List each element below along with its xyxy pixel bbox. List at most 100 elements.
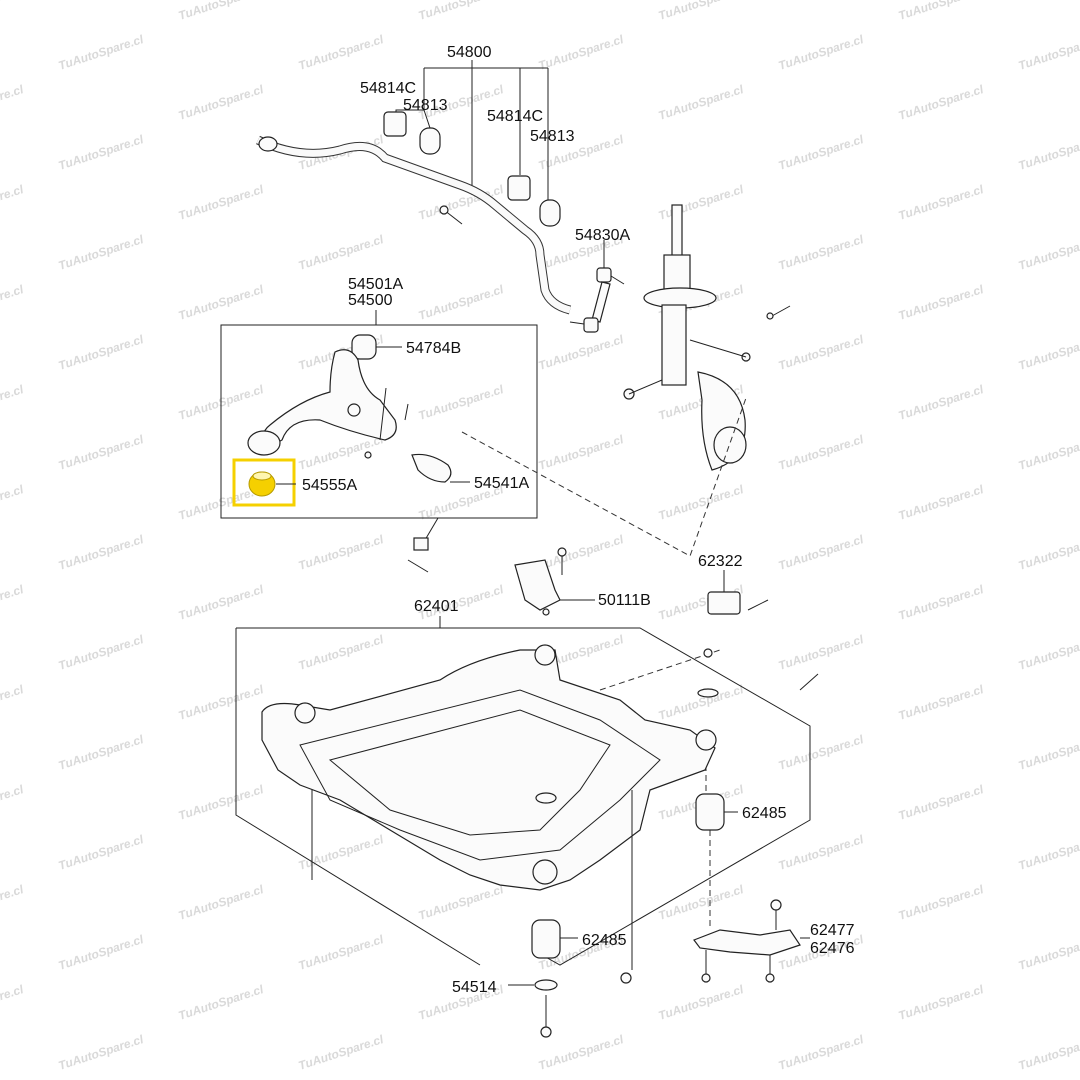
- bracket-50111B: [514, 547, 595, 616]
- nut-and-cotter-pin: [407, 517, 439, 573]
- label-54800: 54800: [447, 44, 492, 61]
- watermark-text: TuAutoSpare.cl: [177, 582, 266, 623]
- watermark-text: TuAutoSpare.cl: [297, 932, 386, 973]
- bushing-54813-b: [539, 199, 561, 227]
- watermark-text: TuAutoSpare.cl: [0, 782, 26, 823]
- watermark-text: TuAutoSpare.cl: [1017, 832, 1080, 873]
- watermark-text: TuAutoSpare.cl: [0, 282, 26, 323]
- watermark-text: TuAutoSpare.cl: [57, 132, 146, 173]
- label-54500: 54500: [348, 292, 393, 309]
- label-54501A: 54501A: [348, 276, 403, 293]
- watermark-text: TuAutoSpare.cl: [657, 82, 746, 123]
- bracket-54814C-b: [507, 175, 531, 201]
- crossmember-fasteners: [311, 648, 819, 1038]
- watermark-text: TuAutoSpare.cl: [897, 982, 986, 1023]
- lower-arm-box: [220, 310, 538, 519]
- watermark-text: TuAutoSpare.cl: [777, 432, 866, 473]
- watermark-text: TuAutoSpare.cl: [0, 582, 26, 623]
- watermark-text: TuAutoSpare.cl: [417, 382, 506, 423]
- watermark-text: TuAutoSpare.cl: [0, 82, 26, 123]
- watermark-text: TuAutoSpare.cl: [777, 332, 866, 373]
- watermark-text: TuAutoSpare.cl: [897, 82, 986, 123]
- watermark-text: TuAutoSpare.cl: [1017, 32, 1080, 73]
- watermark-text: TuAutoSpare.cl: [897, 882, 986, 923]
- label-62485-a: 62485: [742, 805, 787, 822]
- watermark-text: TuAutoSpare.cl: [777, 232, 866, 273]
- watermark-text: TuAutoSpare.cl: [777, 1032, 866, 1073]
- watermark-text: TuAutoSpare.cl: [1017, 1032, 1080, 1073]
- label-62485-b: 62485: [582, 932, 627, 949]
- bushing-54813-a: [419, 127, 441, 155]
- watermark-text: TuAutoSpare.cl: [777, 832, 866, 873]
- watermark-text: TuAutoSpare.cl: [537, 532, 626, 573]
- watermark-text: TuAutoSpare.cl: [177, 782, 266, 823]
- part-labels: 54800 54814C 54813 54814C 54813 54830A 5…: [302, 44, 855, 996]
- watermark-text: TuAutoSpare.cl: [777, 32, 866, 73]
- watermark-text: TuAutoSpare.cl: [897, 482, 986, 523]
- watermark-text: TuAutoSpare.cl: [1017, 732, 1080, 773]
- watermark-text: TuAutoSpare.cl: [177, 182, 266, 223]
- label-54514: 54514: [452, 979, 497, 996]
- watermark-text: TuAutoSpare.cl: [777, 132, 866, 173]
- watermark-text: TuAutoSpare.cl: [897, 282, 986, 323]
- bushing-62485-a: [695, 793, 725, 831]
- watermark-text: TuAutoSpare.cl: [897, 582, 986, 623]
- watermark-text: TuAutoSpare.cl: [0, 182, 26, 223]
- watermark-text: TuAutoSpare.cl: [57, 32, 146, 73]
- label-62322: 62322: [698, 553, 743, 570]
- watermark-text: TuAutoSpare.cl: [777, 532, 866, 573]
- watermark-text: TuAutoSpare.cl: [657, 682, 746, 723]
- watermark-text: TuAutoSpare.cl: [0, 482, 26, 523]
- watermark-text: TuAutoSpare.cl: [57, 232, 146, 273]
- watermark-text: TuAutoSpare.cl: [297, 632, 386, 673]
- watermark-text: TuAutoSpare.cl: [177, 82, 266, 123]
- watermark-text: TuAutoSpare.cl: [897, 182, 986, 223]
- stabilizer-bar-assembly: [256, 60, 625, 333]
- strut-and-knuckle: [623, 204, 791, 471]
- watermark-text: TuAutoSpare.cl: [297, 32, 386, 73]
- watermark-text: TuAutoSpare.cl: [57, 632, 146, 673]
- watermark-text: TuAutoSpare.cl: [177, 0, 266, 23]
- watermark-text: TuAutoSpare.cl: [897, 382, 986, 423]
- watermark-text: TuAutoSpare.cl: [657, 182, 746, 223]
- watermark-text: TuAutoSpare.cl: [537, 332, 626, 373]
- watermark-text: TuAutoSpare.cl: [417, 882, 506, 923]
- label-54814C-b: 54814C: [487, 108, 543, 125]
- watermark-text: TuAutoSpare.cl: [537, 32, 626, 73]
- label-62477: 62477: [810, 922, 855, 939]
- watermark-text: TuAutoSpare.cl: [177, 882, 266, 923]
- watermark-text: TuAutoSpare.cl: [1017, 132, 1080, 173]
- watermark-text: TuAutoSpare.cl: [1017, 532, 1080, 573]
- watermark-text: TuAutoSpare.cl: [897, 682, 986, 723]
- label-54813-a: 54813: [403, 97, 448, 114]
- label-54541A: 54541A: [474, 475, 529, 492]
- watermark-text: TuAutoSpare.cl: [0, 982, 26, 1023]
- watermark-text: TuAutoSpare.cl: [537, 1032, 626, 1073]
- watermark-text: TuAutoSpare.cl: [537, 432, 626, 473]
- label-54813-b: 54813: [530, 128, 575, 145]
- watermark-text: TuAutoSpare.cl: [657, 882, 746, 923]
- watermark-text: TuAutoSpare.cl: [0, 882, 26, 923]
- watermark-text: TuAutoSpare.cl: [57, 532, 146, 573]
- watermark-text: TuAutoSpare.cl: [297, 432, 386, 473]
- bracket-54814C-a: [383, 111, 407, 137]
- bracket-62322: [707, 570, 769, 615]
- watermark-text: TuAutoSpare.cl: [0, 382, 26, 423]
- watermark-text: TuAutoSpare.cl: [777, 632, 866, 673]
- watermark-text: TuAutoSpare.cl: [297, 1032, 386, 1073]
- watermark-text: TuAutoSpare.cl: [297, 532, 386, 573]
- watermark-text: TuAutoSpare.cl: [57, 932, 146, 973]
- highlight-box-54555A: [232, 458, 296, 507]
- watermark-text: TuAutoSpare.cl: [57, 832, 146, 873]
- watermark-text: TuAutoSpare.cl: [297, 232, 386, 273]
- label-54555A: 54555A: [302, 477, 357, 494]
- bushing-62485-b: [531, 919, 561, 959]
- watermark-text: TuAutoSpare.cl: [417, 0, 506, 23]
- label-54814C-a: 54814C: [360, 80, 416, 97]
- watermark-text: TuAutoSpare.cl: [57, 732, 146, 773]
- watermark-text: TuAutoSpare.cl: [57, 1032, 146, 1073]
- watermark-text: TuAutoSpare.cl: [57, 332, 146, 373]
- watermark-text: TuAutoSpare.cl: [297, 832, 386, 873]
